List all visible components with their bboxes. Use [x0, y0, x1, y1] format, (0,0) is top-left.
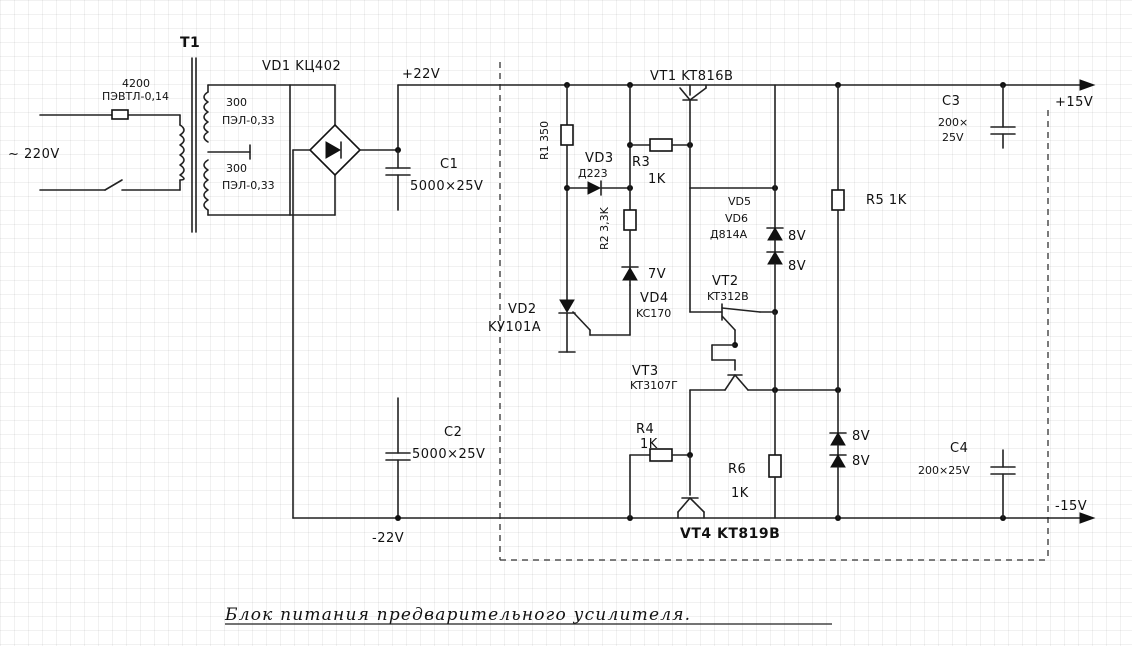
label-vt3: VT3: [632, 364, 659, 379]
label-vt3-type: KT3107Г: [630, 379, 678, 392]
transformer-t1: [179, 57, 291, 233]
bridge-rectifier-vd1: [289, 84, 399, 519]
label-vd6: VD6: [725, 212, 748, 225]
label-c4-value: 200×25V: [918, 464, 970, 477]
zener-vd4: [621, 266, 639, 286]
label-vt2-type: KT312B: [707, 290, 749, 303]
transistor-vt2: [689, 187, 776, 361]
label-r6-value: 1K: [731, 486, 749, 501]
label-r2: R2 3,3K: [598, 206, 611, 250]
label-vd5-voltage: 8V: [788, 229, 806, 244]
label-r1: R1 350: [538, 121, 551, 160]
label-vd5: VD5: [728, 195, 751, 208]
mains-input: [39, 109, 181, 191]
zeners-output: [829, 389, 847, 519]
label-vd2: VD2: [508, 302, 537, 317]
label-sec2-turns: 300: [226, 162, 247, 175]
label-zener-1-voltage: 8V: [852, 429, 870, 444]
label-r4-value: 1K: [640, 437, 658, 452]
label-vd6-voltage: 8V: [788, 259, 806, 274]
resistor-r1: [560, 84, 574, 301]
label-sec1-turns: 300: [226, 96, 247, 109]
label-prim-wire: ПЭВТЛ-0,14: [102, 90, 169, 103]
label-sec2-wire: ПЭЛ-0,33: [222, 179, 275, 192]
label-vd4: VD4: [640, 291, 669, 306]
arrow-right-icon: [1079, 79, 1096, 91]
label-r4: R4: [636, 422, 654, 437]
diode-icon: [325, 141, 342, 159]
label-r5: R5 1K: [866, 193, 907, 208]
label-r3-value: 1K: [648, 172, 666, 187]
capacitor-c4: [990, 449, 1016, 519]
diagram-caption: Блок питания предварительного усилителя.: [224, 605, 691, 625]
label-vd4-voltage: 7V: [648, 267, 666, 282]
label-vd1: VD1 KЦ402: [262, 59, 341, 74]
label-r6: R6: [728, 462, 746, 477]
resistor-r2: [623, 187, 637, 269]
secondary-winding-2-icon: [203, 159, 209, 211]
label-prim-turns: 4200: [122, 77, 150, 90]
label-vd3: VD3: [585, 151, 614, 166]
label-plus22: +22V: [402, 67, 440, 82]
plus22-rail: [395, 79, 1096, 153]
label-c3-voltage: 25V: [942, 131, 964, 144]
resistor-r6: [768, 389, 782, 519]
thyristor-vd2: [558, 284, 631, 353]
label-vd4-type: KC170: [636, 307, 671, 320]
label-c1: C1: [440, 157, 458, 172]
label-t1: T1: [180, 35, 200, 51]
label-c1-value: 5000×25V: [410, 179, 483, 194]
label-mains: ~ 220V: [8, 147, 60, 162]
regulator-board-outline: [499, 62, 1049, 561]
label-vt2: VT2: [712, 274, 739, 289]
fuse-icon: [111, 109, 129, 120]
transistor-vt3: [689, 311, 841, 456]
label-minus15: -15V: [1055, 499, 1087, 514]
diode-vd3: [566, 180, 633, 196]
label-c3: C3: [942, 94, 960, 109]
label-plus15: +15V: [1055, 95, 1093, 110]
secondary-winding-1-icon: [203, 91, 209, 143]
capacitor-c3: [990, 84, 1016, 149]
minus22-rail: [292, 512, 1096, 524]
zeners-vd5-vd6: [766, 84, 784, 315]
label-vd3-type: Д223: [578, 167, 608, 180]
capacitor-c2: [385, 397, 411, 519]
label-c3-value: 200×: [938, 116, 968, 129]
label-c4: C4: [950, 441, 968, 456]
label-vd5-type: Д814А: [710, 228, 748, 241]
label-sec1-wire: ПЭЛ-0,33: [222, 114, 275, 127]
label-c2-value: 5000×25V: [412, 447, 485, 462]
arrow-right-icon: [1079, 512, 1096, 524]
transistor-vt4: [677, 454, 705, 519]
label-c2: C2: [444, 425, 462, 440]
resistor-r4: [629, 448, 693, 519]
transistor-vt1: [679, 84, 778, 191]
label-minus22: -22V: [372, 531, 404, 546]
label-vt4: VT4 KT819B: [680, 526, 780, 542]
primary-winding-icon: [179, 124, 185, 181]
label-vt1: VT1 KT816B: [650, 69, 733, 84]
label-vd2-type: KУ101А: [488, 320, 541, 335]
label-zener-2-voltage: 8V: [852, 454, 870, 469]
label-r3: R3: [632, 155, 650, 170]
capacitor-c1: [385, 149, 411, 211]
resistor-r5: [831, 84, 845, 391]
